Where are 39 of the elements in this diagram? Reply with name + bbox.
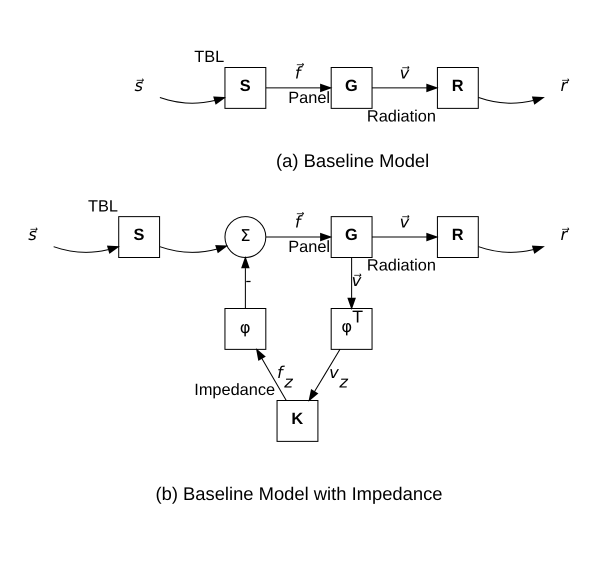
label: (b) Baseline Model with Impedance: [155, 482, 443, 504]
node-label: Panel: [288, 88, 330, 107]
edge-label: v⃗: [352, 270, 362, 290]
node-box: R: [436, 66, 479, 108]
node-label: Radiation: [366, 106, 436, 125]
node-label: Impedance: [194, 380, 276, 399]
node-label: TBL: [88, 196, 118, 215]
arrow: [347, 257, 356, 310]
arrow: [241, 256, 250, 308]
arrow: [160, 96, 226, 104]
node-circle: Σ: [224, 216, 266, 258]
node-box: φ: [224, 308, 266, 350]
node-box: S: [224, 66, 266, 108]
node-label: Panel: [288, 238, 330, 256]
node-box: K: [276, 399, 318, 442]
edge-label: v⃗: [400, 212, 410, 232]
arrow: [478, 96, 545, 104]
node-text: s⃗: [28, 224, 37, 244]
arrow: [256, 348, 287, 400]
arrow: [372, 232, 439, 241]
node-box: G: [330, 216, 373, 258]
node-label: TBL: [194, 48, 224, 66]
edge-label: v⃗: [400, 63, 410, 82]
arrow: [372, 83, 439, 92]
node-label: Radiation: [366, 256, 436, 274]
node-text: r⃗: [560, 75, 568, 94]
arrow: [266, 232, 332, 241]
edge-label: -: [245, 270, 252, 290]
node-box: R: [436, 216, 479, 258]
arrow: [266, 83, 332, 92]
node-box: G: [330, 66, 373, 108]
node-text: s⃗: [134, 75, 144, 94]
node-box: S: [118, 216, 160, 258]
arrow: [160, 244, 228, 253]
node-text: r⃗: [560, 224, 568, 244]
label: (a) Baseline Model: [276, 149, 430, 170]
arrow: [54, 245, 120, 254]
arrow: [478, 245, 545, 254]
arrow: [308, 348, 340, 402]
